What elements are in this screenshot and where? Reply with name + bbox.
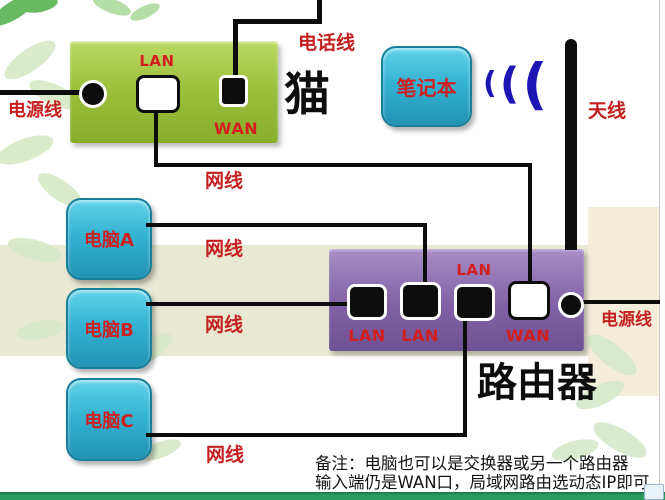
modem-title: 猫 bbox=[284, 67, 330, 121]
phone-cable-segment-top bbox=[317, 0, 322, 24]
modem-lan-label: LAN bbox=[139, 52, 175, 70]
net-label-modem: 网线 bbox=[205, 170, 244, 192]
net-cable-pc-a-horizontal bbox=[146, 223, 427, 227]
power-cable-modem bbox=[0, 90, 84, 95]
pc-b-box: 电脑B bbox=[66, 288, 152, 369]
laptop-label: 笔记本 bbox=[396, 76, 457, 100]
note-line-2: 输入端仍是WAN口，局域网路由选动态IP即可 bbox=[315, 473, 650, 492]
net-label-pc-b: 网线 bbox=[205, 314, 244, 336]
antenna-label: 天线 bbox=[588, 100, 627, 122]
power-right-label: 电源线 bbox=[601, 310, 652, 330]
modem-lan-port bbox=[136, 75, 180, 113]
router-wan-port bbox=[508, 281, 550, 320]
net-cable-pc-b bbox=[146, 302, 356, 306]
pc-c-label: 电脑C bbox=[84, 410, 134, 432]
modem-power-port bbox=[79, 80, 107, 108]
net-label-pc-c: 网线 bbox=[206, 444, 245, 466]
net-cable-modem-horizontal bbox=[154, 163, 532, 167]
net-label-pc-a: 网线 bbox=[205, 238, 244, 260]
net-cable-pc-c-horizontal bbox=[146, 433, 467, 437]
router-power-port bbox=[558, 292, 584, 318]
antenna-icon bbox=[565, 39, 577, 250]
modem-wan-port bbox=[219, 75, 248, 107]
scrollbar-corner-handle[interactable] bbox=[644, 484, 664, 500]
wifi-signal-icon: ( ( ( bbox=[483, 52, 555, 116]
router-lan-port-3 bbox=[454, 284, 495, 321]
pc-c-box: 电脑C bbox=[66, 378, 152, 461]
router-lan1-label: LAN bbox=[348, 326, 386, 345]
laptop-box: 笔记本 bbox=[381, 46, 472, 127]
phone-cable-segment-down bbox=[233, 19, 238, 79]
wifi-arc-large: ( bbox=[522, 51, 548, 116]
phone-cable-segment-horizontal bbox=[233, 19, 322, 24]
router-lan-port-1 bbox=[347, 284, 387, 320]
router-wan-label: WAN bbox=[505, 326, 551, 345]
router-lan2-label: LAN bbox=[401, 326, 439, 345]
slide-edge-line bbox=[659, 0, 660, 500]
modem-wan-label: WAN bbox=[213, 119, 259, 138]
router-lan-top-label: LAN bbox=[456, 261, 492, 279]
pc-a-box: 电脑A bbox=[66, 198, 152, 280]
note-text: 备注：电脑也可以是交换器或另一个路由器 输入端仍是WAN口，局域网路由选动态IP… bbox=[315, 454, 663, 492]
router-title: 路由器 bbox=[477, 360, 597, 406]
note-line-1: 备注：电脑也可以是交换器或另一个路由器 bbox=[315, 454, 629, 473]
net-cable-pc-c-up bbox=[463, 320, 467, 437]
pc-a-label: 电脑A bbox=[84, 230, 134, 251]
footer-green-bar bbox=[0, 492, 665, 500]
net-cable-modem-down bbox=[154, 93, 158, 165]
power-left-label: 电源线 bbox=[8, 100, 62, 121]
pc-b-label: 电脑B bbox=[84, 319, 134, 341]
right-margin bbox=[660, 0, 665, 492]
phone-line-label: 电话线 bbox=[298, 32, 356, 54]
wifi-arc-medium: ( bbox=[499, 58, 520, 109]
net-cable-modem-to-wan bbox=[528, 163, 532, 303]
router-lan-port-2 bbox=[400, 282, 441, 320]
power-cable-router bbox=[577, 300, 660, 304]
net-cable-pc-a-down bbox=[423, 223, 427, 300]
wifi-arc-small: ( bbox=[483, 66, 497, 101]
